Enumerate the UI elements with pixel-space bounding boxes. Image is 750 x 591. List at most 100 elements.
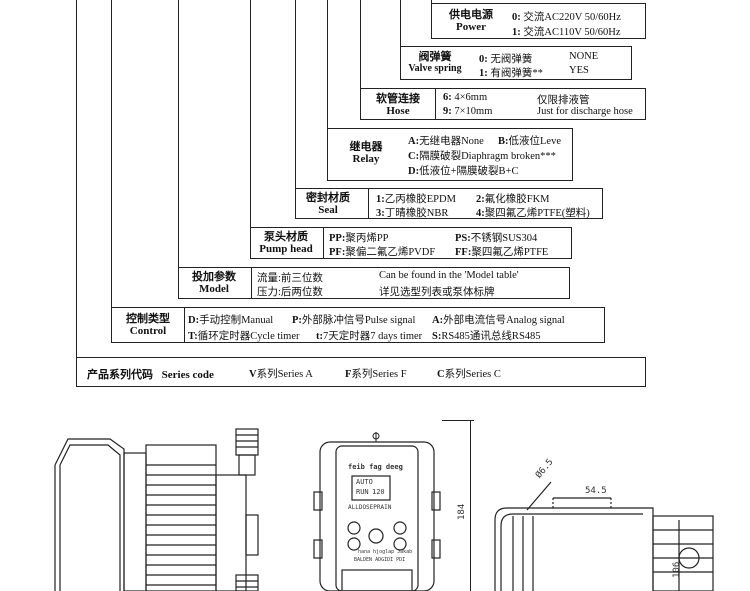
- pumphead-pp-text: 聚丙烯PP: [345, 233, 389, 244]
- series-opt-v: V系列Series A: [249, 366, 313, 381]
- hose-opt1-text: 7×10mm: [454, 106, 493, 117]
- valve-label-cn: 阀弹簧: [418, 50, 452, 63]
- control-opt-a: A:外部电流信号Analog signal: [432, 312, 565, 327]
- hose-opt1-note: Just for discharge hose: [537, 106, 633, 117]
- pumphead-ff-text: 聚四氟乙烯PTFE: [471, 247, 549, 258]
- control-opt-s: S:RS485通讯总线RS485: [432, 328, 541, 343]
- power-opt1: 1: 交流AC110V 50/60Hz: [512, 24, 621, 39]
- pump-front-outline: [313, 432, 441, 591]
- hose-label-cn: 软管连接: [376, 92, 420, 105]
- seal-opt1: 1:乙丙橡胶EPDM: [376, 191, 456, 206]
- seal-opt3-text: 丁晴橡胶NBR: [384, 208, 449, 219]
- tree-line-valve: [400, 0, 401, 60]
- pumphead-ps-text: 不锈钢SUS304: [470, 233, 538, 244]
- relay-c-text: 隔膜破裂Diaphragm broken***: [419, 151, 556, 162]
- dim-side-label: 106: [672, 561, 682, 578]
- relay-label-cn: 继电器: [349, 140, 383, 153]
- relay-d-code: D:: [408, 166, 420, 177]
- power-label-en: Power: [456, 21, 486, 34]
- pumphead-label: 泵头材质 Pump head: [253, 230, 319, 255]
- control-label-en: Control: [129, 325, 167, 338]
- model-label-en: Model: [199, 283, 229, 296]
- hose-opt0-code: 6:: [443, 92, 452, 103]
- series-box: 产品系列代码 Series code V系列Series A F系列Series…: [76, 357, 646, 387]
- seal-divider: [368, 189, 369, 218]
- front-logo: ALLDOSEPRAIN: [348, 504, 392, 511]
- series-label: 产品系列代码 Series code: [87, 366, 214, 382]
- relay-opt-b: B:低液位Leve: [498, 133, 561, 148]
- relay-b-text: 低液位Leve: [508, 136, 562, 147]
- control-a-code: A:: [432, 315, 444, 326]
- series-label-cn: 产品系列代码: [87, 368, 153, 381]
- relay-d-text: 低液位+隔膜破裂B+C: [419, 166, 519, 177]
- pumphead-label-cn: 泵头材质: [264, 230, 308, 243]
- control-a-text: 外部电流信号Analog signal: [443, 315, 565, 326]
- relay-a-code: A:: [408, 136, 420, 147]
- control-s-text: RS485通讯总线RS485: [441, 331, 541, 342]
- series-opt-f: F系列Series F: [345, 366, 407, 381]
- series-label-en: Series code: [161, 369, 214, 381]
- seal-opt1-text: 乙丙橡胶EPDM: [384, 194, 456, 205]
- seal-opt4: 4:聚四氟乙烯PTFE(塑料): [476, 205, 590, 220]
- tree-line-control: [111, 0, 112, 326]
- control-d-text: 手动控制Manual: [199, 315, 274, 326]
- control-t7-code: t:: [316, 331, 323, 342]
- power-box: 供电电源 Power 0: 交流AC220V 50/60Hz 1: 交流AC11…: [431, 3, 646, 39]
- series-v-code: V: [249, 369, 257, 380]
- pumphead-ff: FF:聚四氟乙烯PTFE: [455, 244, 548, 259]
- control-opt-d: D:手动控制Manual: [188, 312, 273, 327]
- series-f-text: 系列Series F: [351, 369, 407, 380]
- model-row1-cn: 流量:前三位数: [257, 273, 323, 284]
- dim-height-line: [470, 420, 471, 591]
- model-row1-en: Can be found in the 'Model table': [379, 270, 519, 281]
- pumphead-ff-code: FF:: [455, 247, 472, 258]
- tree-line-series: [76, 0, 77, 372]
- power-label-cn: 供电电源: [449, 8, 493, 21]
- tree-line-model: [178, 0, 179, 285]
- power-opt0-text: 交流AC220V 50/60Hz: [523, 12, 621, 23]
- valve-opt1-code: 1:: [479, 68, 488, 79]
- model-row2-en: 详见选型列表或泵体标牌: [379, 287, 495, 298]
- dim-dia-label: Ø6.5: [534, 457, 556, 481]
- valve-opt1: 1: 有阀弹簧**: [479, 65, 543, 80]
- front-brand: feib fag deeg: [348, 463, 403, 471]
- power-label: 供电电源 Power: [438, 8, 504, 34]
- valve-opt0-en: NONE: [569, 51, 599, 62]
- front-auto: AUTO: [356, 478, 373, 486]
- control-box: 控制类型 Control D:手动控制Manual P:外部脉冲信号Pulse …: [111, 307, 605, 343]
- front-value: 120: [372, 488, 385, 496]
- control-t-code: T:: [188, 331, 198, 342]
- pumphead-pp: PP:聚丙烯PP: [329, 230, 389, 245]
- hose-divider: [435, 89, 436, 119]
- power-opt1-text: 交流AC110V 50/60Hz: [523, 27, 621, 38]
- series-opt-c: C系列Series C: [437, 366, 501, 381]
- control-opt-p: P:外部脉冲信号Pulse signal: [292, 312, 415, 327]
- model-row2-cn: 压力:后两位数: [257, 287, 323, 298]
- hose-opt1: 9: 7×10mm: [443, 106, 492, 117]
- hose-label: 软管连接 Hose: [365, 92, 431, 118]
- control-opt-t: T:循环定时器Cycle timer: [188, 328, 300, 343]
- valve-label: 阀弹簧 Valve spring: [401, 50, 469, 74]
- valve-box: 阀弹簧 Valve spring 0: 无阀弹簧 NONE 1: 有阀弹簧** …: [400, 46, 632, 80]
- control-t7-text: 7天定时器7 days timer: [323, 331, 423, 342]
- control-d-code: D:: [188, 315, 200, 326]
- relay-a-text: 无继电器None: [419, 136, 484, 147]
- power-opt1-code: 1:: [512, 27, 521, 38]
- pump-front-drawing: feib fag deeg AUTO RUN 120 ALLDOSEPRAIN …: [312, 432, 442, 591]
- seal-label-cn: 密封材质: [306, 191, 350, 204]
- power-opt0: 0: 交流AC220V 50/60Hz: [512, 9, 621, 24]
- seal-opt2: 2:氟化橡胶FKM: [476, 191, 550, 206]
- seal-opt4-code: 4:: [476, 208, 485, 219]
- tree-line-pumphead: [250, 0, 251, 244]
- pumphead-pp-code: PP:: [329, 233, 346, 244]
- hose-label-en: Hose: [386, 105, 410, 118]
- relay-c-code: C:: [408, 151, 420, 162]
- dim-width-label: 54.5: [585, 486, 607, 496]
- model-divider: [251, 268, 252, 298]
- pump-bottom-drawing: [494, 481, 714, 591]
- hose-opt1-code: 9:: [443, 106, 452, 117]
- series-f-code: F: [345, 369, 352, 380]
- series-c-text: 系列Series C: [444, 369, 501, 380]
- control-t-text: 循环定时器Cycle timer: [197, 331, 300, 342]
- hose-opt0: 6: 4×6mm: [443, 92, 487, 103]
